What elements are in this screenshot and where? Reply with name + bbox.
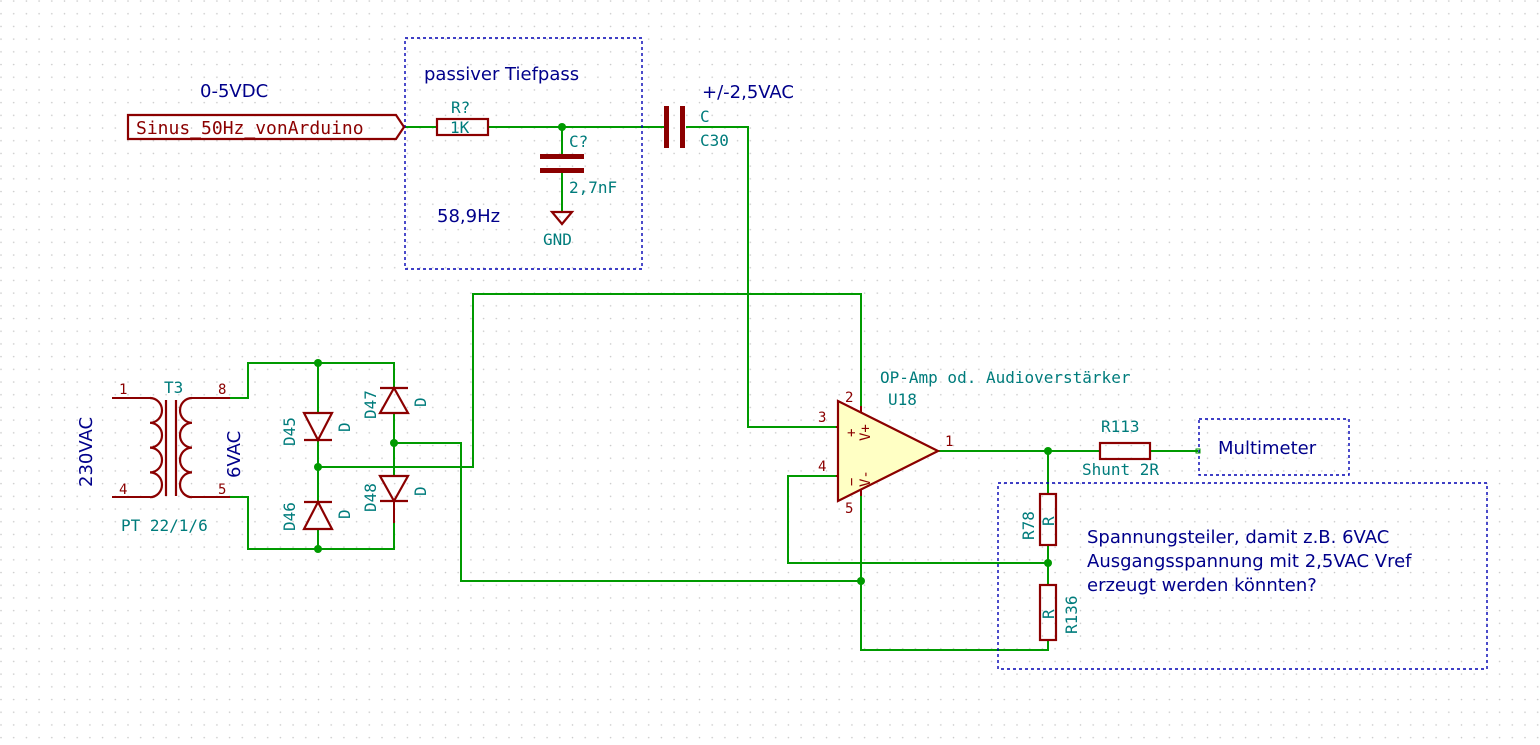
r113-ref: R113 — [1101, 417, 1140, 436]
opamp-vminus-label: V- — [858, 470, 874, 487]
r136-value: R — [1039, 609, 1058, 619]
resistor-filter-value: 1K — [450, 118, 470, 137]
r136-ref: R136 — [1062, 595, 1081, 634]
opamp-ref: U18 — [888, 390, 917, 409]
secondary-voltage-note: 6VAC — [224, 431, 245, 478]
opamp-pin-2: 2 — [845, 390, 853, 406]
multimeter-box — [1198, 418, 1350, 476]
opamp-u18[interactable]: 3 4 2 5 1 + − V+ V- U18 — [818, 390, 953, 517]
resistor-r136[interactable]: R R136 — [1038, 583, 1081, 642]
primary-voltage-note: 230VAC — [76, 417, 97, 487]
divider-note-line-3: erzeugt werden könnten? — [1087, 575, 1317, 596]
opamp-pin-1: 1 — [945, 434, 953, 450]
input-voltage-note: 0-5VDC — [200, 81, 268, 102]
transformer-t3[interactable]: T3 1 4 8 5 PT 22/1/6 — [112, 378, 230, 535]
global-label-text: Sinus_50Hz_vonArduino — [136, 118, 364, 139]
transformer-pin-4: 4 — [119, 482, 127, 498]
opamp-minus-sign: − — [844, 478, 860, 486]
ground-symbol[interactable]: GND — [543, 210, 575, 249]
d45-value: D — [335, 422, 354, 432]
cutoff-frequency-note: 58,9Hz — [437, 206, 500, 227]
resistor-r113[interactable]: R113 Shunt 2R — [1082, 417, 1159, 479]
divider-note-line-2: Ausgangsspannung mit 2,5VAC Vref — [1087, 551, 1412, 572]
capacitor-filter-ref: C? — [569, 132, 588, 151]
d46-value: D — [335, 509, 354, 519]
transformer-pin-1: 1 — [119, 382, 127, 398]
d48-value: D — [411, 486, 430, 496]
global-label-sinus[interactable]: Sinus_50Hz_vonArduino — [126, 113, 406, 141]
d48-ref: D48 — [361, 483, 380, 512]
opamp-vplus-label: V+ — [858, 424, 874, 441]
r113-value: Shunt 2R — [1082, 460, 1159, 479]
d47-ref: D47 — [361, 390, 380, 419]
opamp-pin-4: 4 — [818, 459, 826, 475]
capacitor-c30[interactable]: C C30 — [664, 106, 729, 150]
opamp-pin-3: 3 — [818, 410, 826, 426]
diode-d48[interactable]: D48 D — [361, 474, 430, 523]
diode-d47[interactable]: D47 D — [361, 385, 430, 419]
capacitor-filter-value: 2,7nF — [569, 178, 617, 197]
diode-d45[interactable]: D45 D — [280, 411, 354, 446]
transformer-pin-5: 5 — [218, 482, 226, 498]
r78-ref: R78 — [1019, 511, 1038, 540]
opamp-note: OP-Amp od. Audioverstärker — [880, 368, 1131, 387]
opamp-plus-sign: + — [844, 429, 860, 437]
divider-note-line-1: Spannungsteiler, damit z.B. 6VAC — [1087, 527, 1389, 548]
opamp-pin-5: 5 — [845, 501, 853, 517]
resistor-r78[interactable]: R78 R — [1019, 492, 1058, 547]
r78-value: R — [1039, 516, 1058, 526]
d46-ref: D46 — [280, 502, 299, 531]
divider-note-box — [997, 482, 1488, 670]
junctions — [314, 123, 1052, 585]
c30-value: C — [700, 107, 710, 126]
ground-label: GND — [543, 230, 572, 249]
multimeter-label: Multimeter — [1218, 438, 1317, 459]
lowpass-title: passiver Tiefpass — [424, 64, 579, 85]
resistor-filter-ref: R? — [451, 98, 470, 117]
d45-ref: D45 — [280, 417, 299, 446]
capacitor-filter[interactable]: C? 2,7nF — [540, 132, 617, 197]
transformer-pin-8: 8 — [218, 382, 226, 398]
transformer-ref: T3 — [164, 378, 183, 397]
resistor-filter[interactable]: R? 1K — [435, 98, 490, 137]
ac-voltage-note: +/-2,5VAC — [702, 82, 794, 103]
d47-value: D — [411, 397, 430, 407]
multimeter-terminal[interactable] — [1195, 448, 1201, 454]
transformer-value: PT 22/1/6 — [121, 516, 208, 535]
diode-d46[interactable]: D46 D — [280, 499, 354, 531]
c30-ref: C30 — [700, 131, 729, 150]
